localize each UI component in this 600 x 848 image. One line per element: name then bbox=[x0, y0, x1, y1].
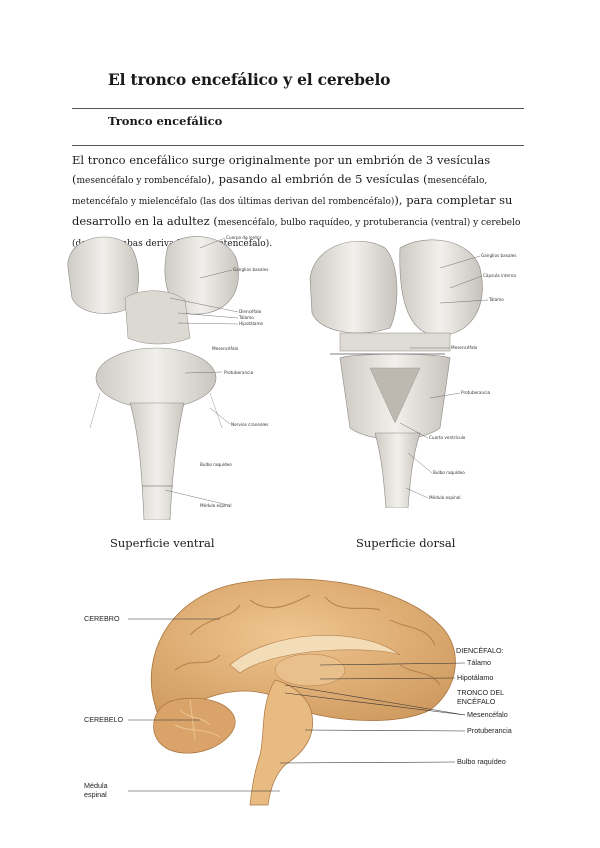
label-mesencefalo: Mesencéfalo bbox=[467, 710, 508, 719]
para-small-4: ventral bbox=[434, 218, 467, 228]
label-protuberancia: Protuberancia bbox=[467, 726, 512, 735]
ventral-label-3: Diencéfalo bbox=[239, 309, 262, 314]
para-small-2: mesencéfalo, metencéfalo y mielencéfalo … bbox=[72, 176, 488, 207]
dorsal-label-7: Bulbo raquídeo bbox=[433, 470, 465, 475]
ventral-label-5: Hipotálamo bbox=[239, 321, 264, 326]
dorsal-label-4: Mesencéfalo bbox=[451, 345, 478, 350]
sagittal-brain-figure: CEREBRO CEREBELO Médula espinal DIENCÉFA… bbox=[84, 578, 512, 806]
ventral-label-7: Protuberancia bbox=[224, 370, 254, 375]
title-divider bbox=[72, 108, 524, 109]
label-tronco-1: TRONCO DEL bbox=[457, 688, 504, 697]
label-medula-1: Médula bbox=[84, 781, 108, 790]
dorsal-label-6: Cuarto ventrículo bbox=[429, 435, 466, 440]
page-title: El tronco encefálico y el cerebelo bbox=[108, 70, 391, 89]
section-divider bbox=[72, 145, 524, 146]
para-text-2: ), pasando al embrión de 5 vesículas ( bbox=[206, 172, 428, 186]
ventral-label-10: Médula espinal bbox=[200, 503, 232, 508]
dorsal-brainstem-figure: Ganglios basales Cápsula interna Tálamo … bbox=[309, 239, 516, 508]
dorsal-label-1: Ganglios basales bbox=[481, 253, 516, 258]
ventral-brainstem-figure: Cuerpo de lentor Ganglios basales Diencé… bbox=[67, 235, 268, 520]
ventral-caption: Superficie ventral bbox=[110, 536, 215, 550]
label-cerebro: CEREBRO bbox=[84, 614, 120, 623]
label-diencefalo: DIENCÉFALO: bbox=[456, 646, 504, 655]
label-bulbo: Bulbo raquídeo bbox=[457, 757, 506, 766]
para-small-3: mesencéfalo, bulbo raquídeo, y protubera… bbox=[217, 218, 435, 228]
dorsal-label-2: Cápsula interna bbox=[483, 273, 516, 278]
para-text-1: El tronco encefálico surge originalmente… bbox=[72, 153, 491, 186]
ventral-label-2: Ganglios basales bbox=[233, 267, 268, 272]
label-hipotalamo: Hipotálamo bbox=[457, 673, 493, 682]
label-tronco-2: ENCÉFALO bbox=[457, 697, 496, 706]
dorsal-label-8: Médula espinal bbox=[429, 495, 461, 500]
section-heading: Tronco encefálico bbox=[108, 114, 223, 128]
dorsal-caption: Superficie dorsal bbox=[356, 536, 456, 550]
label-medula-2: espinal bbox=[84, 790, 107, 799]
ventral-label-8: Nervios craneales bbox=[231, 422, 268, 427]
label-cerebelo: CEREBELO bbox=[84, 715, 124, 724]
para-text-4: ) y cerebelo ( bbox=[72, 218, 521, 249]
ventral-label-6: Mesencéfalo bbox=[212, 346, 239, 351]
para-text-3: ), para completar su desarrollo en la ad… bbox=[72, 193, 513, 228]
dorsal-label-5: Protuberancia bbox=[461, 390, 491, 395]
dorsal-label-3: Tálamo bbox=[488, 297, 504, 302]
ventral-label-9: Bulbo raquídeo bbox=[200, 462, 232, 467]
para-small-1: mesencéfalo y rombencéfalo bbox=[76, 176, 207, 186]
ventral-label-4: Tálamo bbox=[238, 315, 254, 320]
ventral-label-1: Cuerpo de lentor bbox=[226, 235, 262, 240]
label-talamo: Tálamo bbox=[467, 658, 491, 667]
